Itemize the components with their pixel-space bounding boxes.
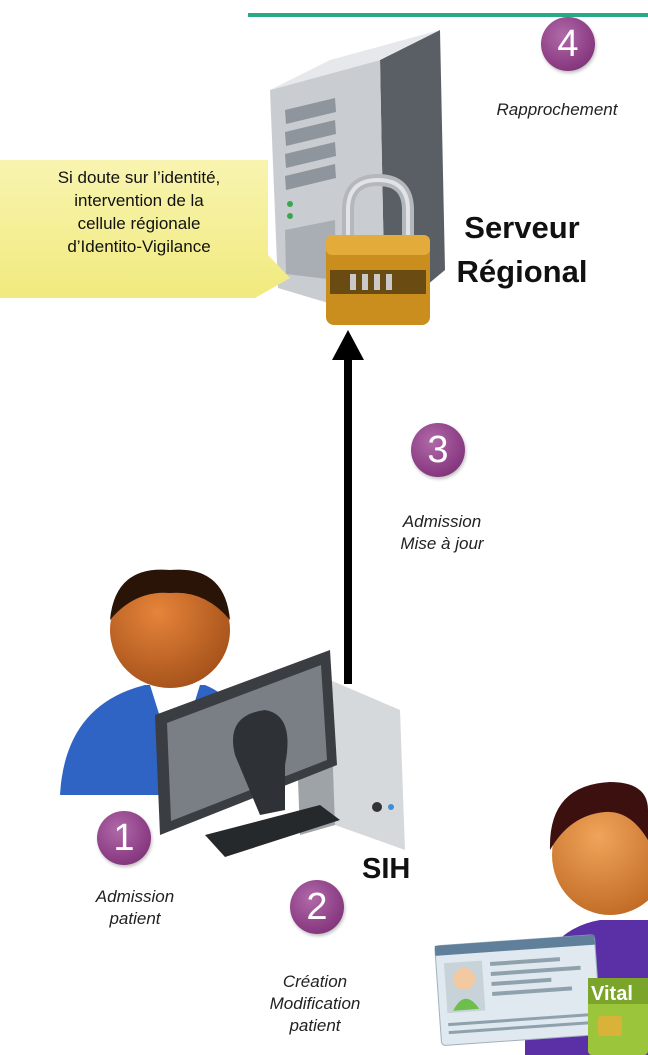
- step-caption-4: Rapprochement: [496, 100, 618, 119]
- vitale-card-label: Vital: [591, 983, 633, 1005]
- step-badge-1: 1: [97, 811, 151, 865]
- step-caption-3: Admission Mise à jour: [400, 512, 484, 553]
- padlock-icon: [326, 173, 430, 325]
- step-badge-2: 2: [290, 880, 344, 934]
- identity-note-callout: [0, 160, 290, 298]
- upload-arrow: [332, 330, 364, 684]
- step-caption-1: Admission patient: [95, 887, 175, 928]
- admission-workstation-illustration: [60, 569, 405, 857]
- step-badge-3: 3: [411, 423, 465, 477]
- step-caption-2: Création Modification patient: [269, 972, 361, 1035]
- step-badge-4: 4: [541, 17, 595, 71]
- sih-label: SIH: [362, 853, 411, 885]
- top-divider-line: [248, 13, 648, 17]
- server-label: Serveur Régional: [456, 210, 588, 289]
- patient-identity-cards-illustration: Vital: [434, 782, 648, 1055]
- identity-note-text: Si doute sur l’identité, intervention de…: [57, 168, 221, 256]
